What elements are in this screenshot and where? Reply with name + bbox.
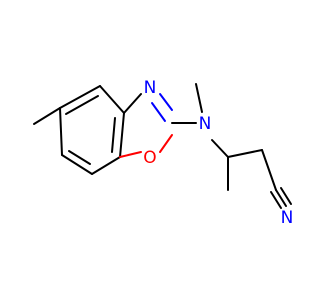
- bond-ch2-cn: [261, 149, 277, 191]
- bond-ring-c3-c4-inner: [111, 117, 116, 153]
- bond-namine-methyl: [195, 83, 203, 113]
- bond-namine-ch: [211, 139, 229, 158]
- bond-ring-c5-c6-inner: [68, 150, 91, 165]
- bond-ring-c4-c5: [91, 156, 121, 175]
- atom-label-nitrile-n: N: [281, 208, 294, 228]
- bond-ring-c5-c6: [61, 154, 93, 175]
- bond-nitrile-3: [280, 187, 292, 205]
- bond-ring-c1-c2-inner: [65, 95, 99, 115]
- molecule-diagram: N O N N: [33, 78, 294, 228]
- bond-n-c2-inner: [151, 102, 166, 122]
- bond-nitrile-2: [270, 191, 282, 209]
- atom-label-oxazole-n: N: [144, 78, 157, 98]
- bond-ring-c3-c4: [119, 112, 125, 158]
- bond-o-c4: [119, 151, 142, 158]
- bond-ring-c2-c3: [99, 85, 125, 114]
- atom-label-oxazole-o: O: [143, 148, 156, 168]
- bond-c3-n: [123, 93, 142, 114]
- bond-ring-methyl: [33, 107, 61, 125]
- bond-ch-ch2: [227, 149, 263, 158]
- bond-ring-c6-c1: [59, 107, 63, 156]
- bond-c2-o: [159, 134, 173, 153]
- bond-ring-c1-c2: [59, 85, 101, 109]
- bond-nitrile-1: [275, 189, 287, 207]
- atom-label-amine-n: N: [199, 114, 212, 134]
- bond-n-c2: [159, 93, 173, 111]
